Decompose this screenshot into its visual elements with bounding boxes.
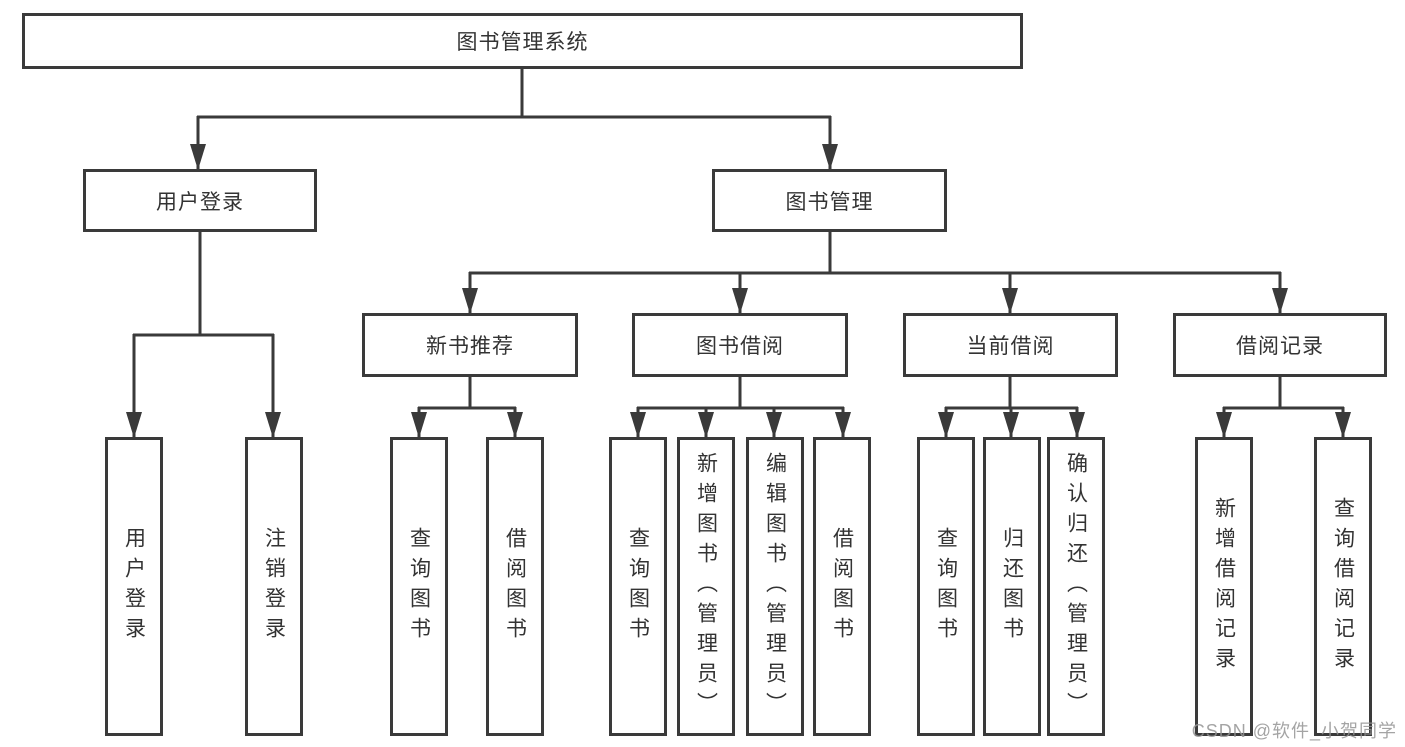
leaf-br-add-borrow-record: 新增借阅记录 xyxy=(1195,437,1253,736)
connector-root-trunk xyxy=(197,69,831,119)
connector-current-borrow-trunk xyxy=(945,377,1078,410)
leaf-cb-confirm-return-admin: 确认归还（管理员） xyxy=(1047,437,1105,736)
node-book-management: 图书管理 xyxy=(712,169,947,232)
node-book-borrow: 图书借阅 xyxy=(632,313,848,377)
leaf-cb-return-book: 归还图书 xyxy=(983,437,1041,736)
connector-book-borrow-trunk xyxy=(637,377,844,410)
leaf-nb-query-book: 查询图书 xyxy=(390,437,448,736)
node-current-borrow: 当前借阅 xyxy=(903,313,1118,377)
leaf-nb-borrow-book: 借阅图书 xyxy=(486,437,544,736)
leaf-user-login: 用户登录 xyxy=(105,437,163,736)
node-root: 图书管理系统 xyxy=(22,13,1023,69)
leaf-bb-edit-book-admin: 编辑图书（管理员） xyxy=(746,437,804,736)
connector-book-mgmt-trunk xyxy=(469,232,1281,275)
connector-user-login-trunk xyxy=(133,232,274,337)
leaf-bb-borrow-book: 借阅图书 xyxy=(813,437,871,736)
node-user-login: 用户登录 xyxy=(83,169,317,232)
leaf-bb-query-book: 查询图书 xyxy=(609,437,667,736)
leaf-cb-query-book: 查询图书 xyxy=(917,437,975,736)
node-new-book-recommend: 新书推荐 xyxy=(362,313,578,377)
connector-new-book-trunk xyxy=(418,377,516,410)
leaf-br-query-borrow-record: 查询借阅记录 xyxy=(1314,437,1372,736)
leaf-bb-add-book-admin: 新增图书（管理员） xyxy=(677,437,735,736)
leaf-logout-login: 注销登录 xyxy=(245,437,303,736)
watermark: CSDN @软件_小贺同学 xyxy=(1191,721,1397,741)
connector-borrow-record-trunk xyxy=(1223,377,1344,410)
node-borrow-record: 借阅记录 xyxy=(1173,313,1387,377)
